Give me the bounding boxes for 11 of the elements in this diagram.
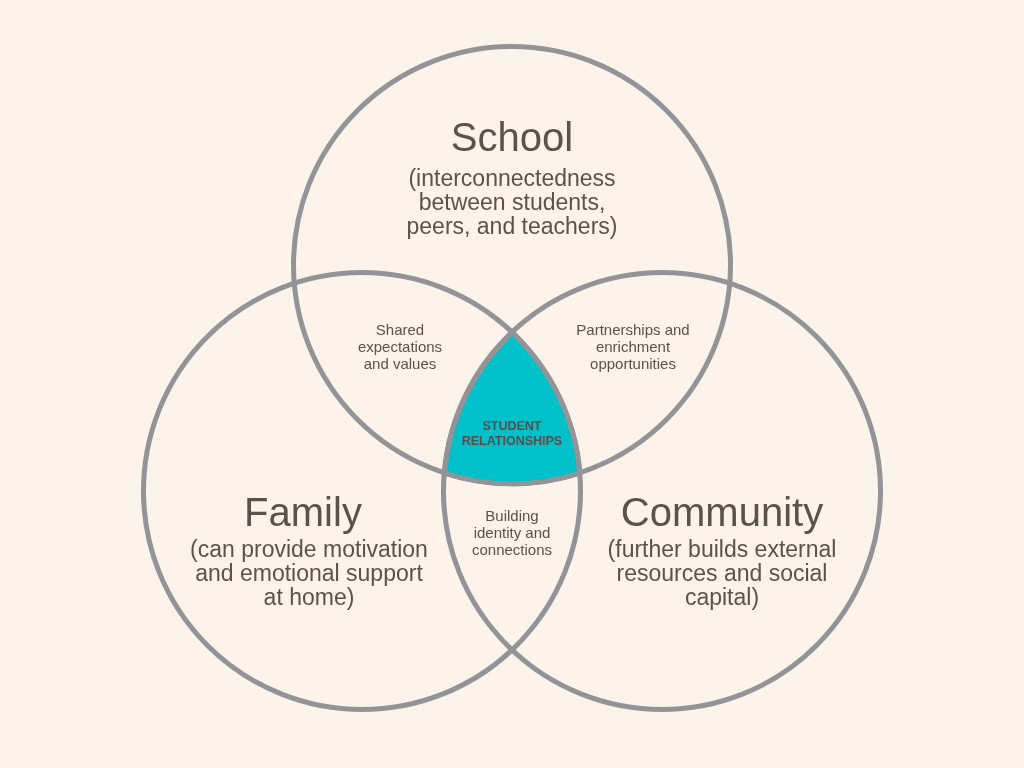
circle-description: (can provide motivation and emotional support at home) bbox=[189, 537, 429, 609]
circle-title: School bbox=[450, 114, 574, 160]
circle-description: (further builds external resources and social capital) bbox=[606, 537, 838, 609]
overlap-label: Building identity and connections bbox=[470, 507, 554, 558]
overlap-label: Partnerships and enrichment opportunities bbox=[575, 321, 691, 372]
overlap-label: Shared expectations and values bbox=[356, 321, 444, 372]
circle-title: Family bbox=[244, 489, 362, 535]
circle-description: (interconnectedness between students, peers, and teachers) bbox=[405, 166, 619, 238]
circle-title: Community bbox=[620, 489, 824, 535]
venn-circle bbox=[441, 270, 883, 712]
center-label: STUDENT RELATIONSHIPS bbox=[460, 419, 564, 449]
